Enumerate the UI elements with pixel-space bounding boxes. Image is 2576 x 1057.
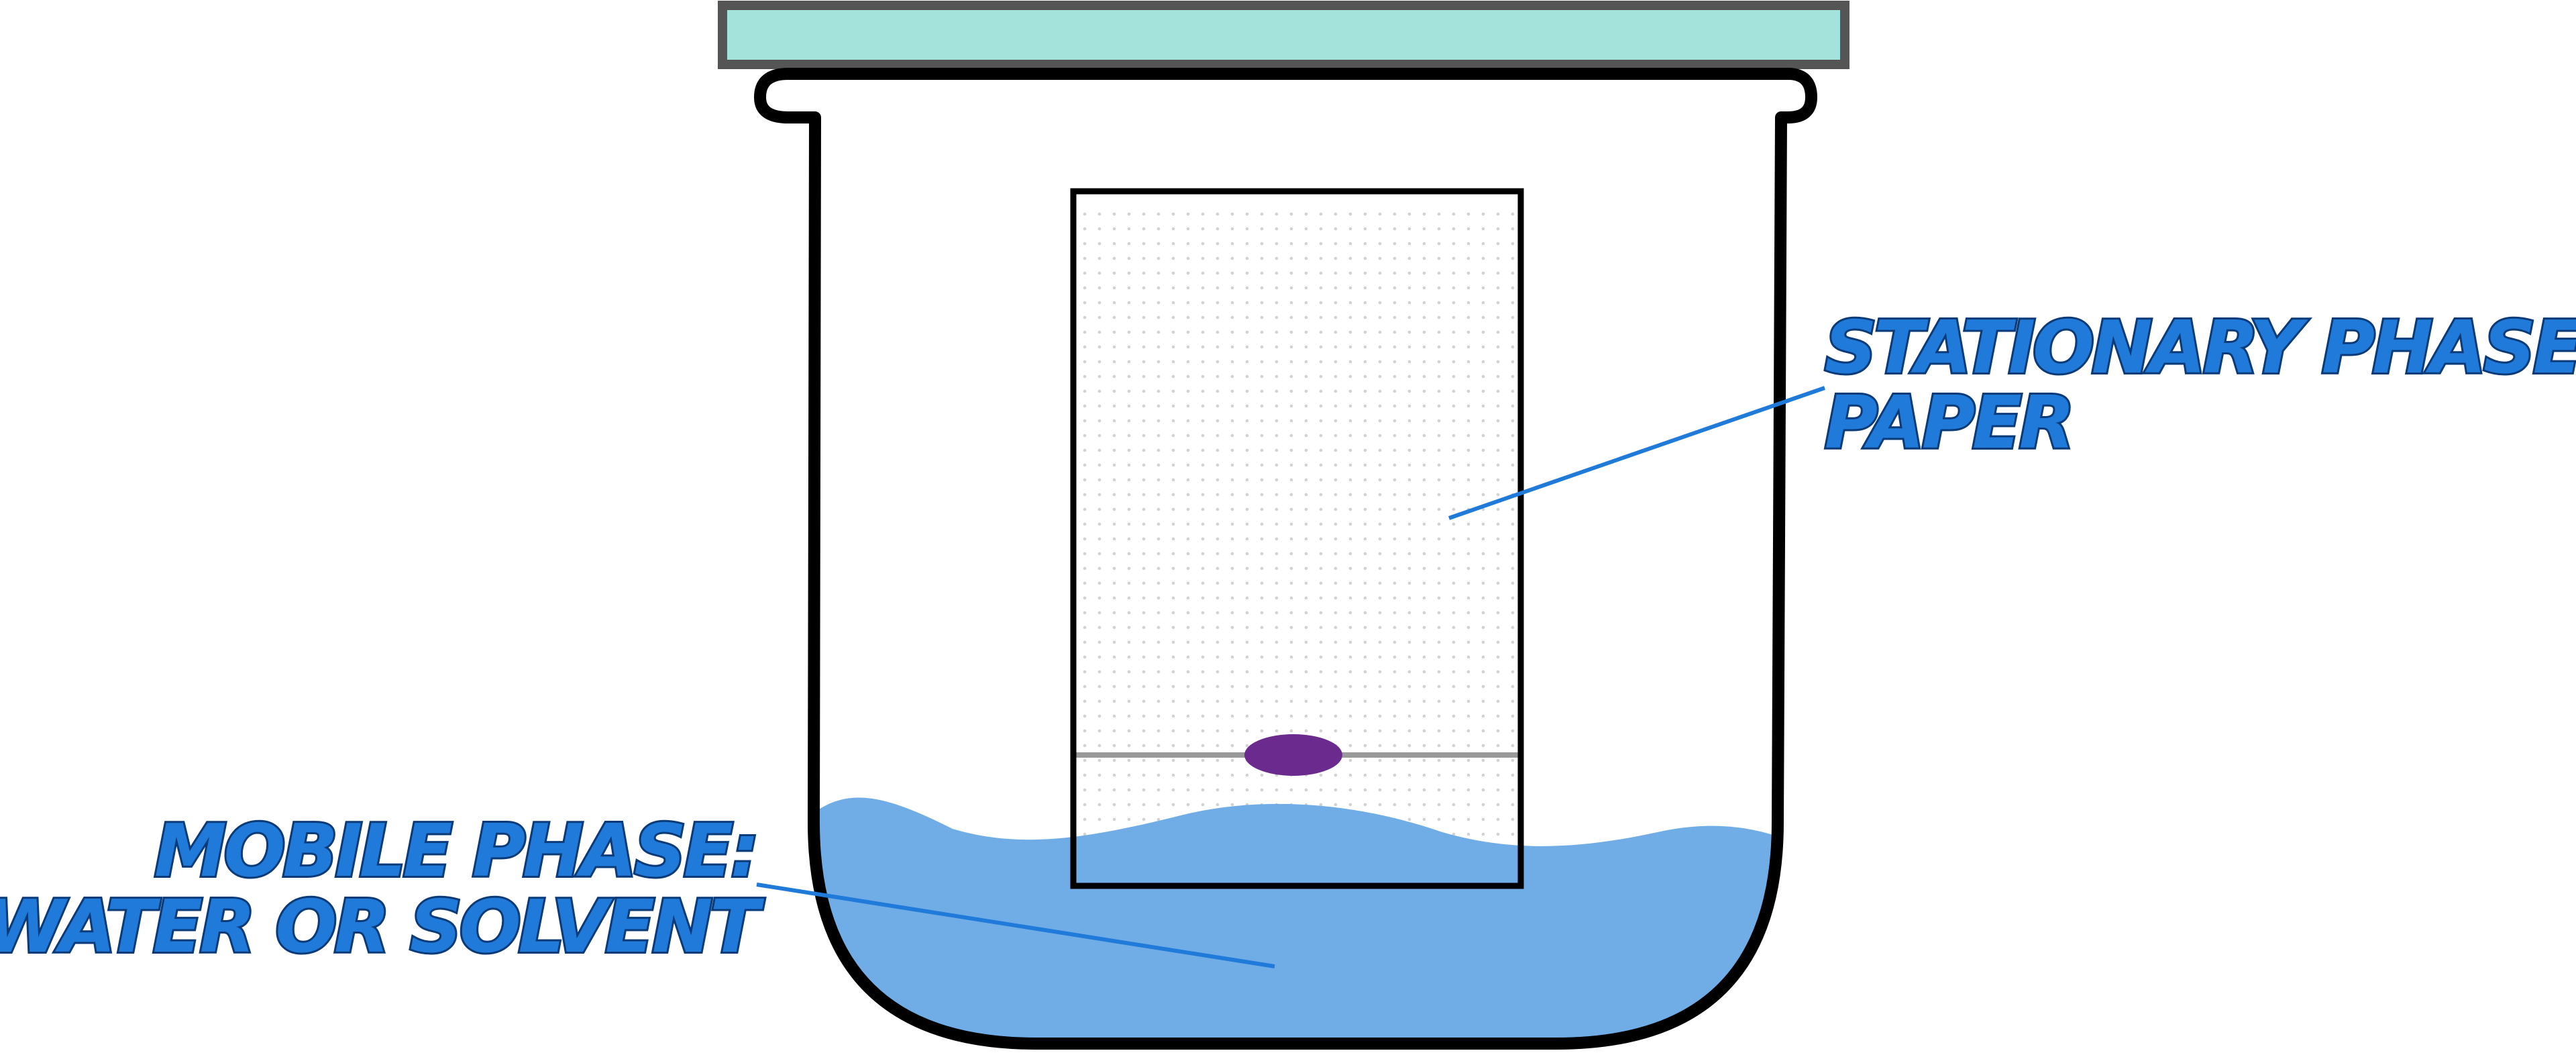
- sample-spot: [1244, 734, 1342, 776]
- mobile-phase-liquid: [814, 797, 1781, 1044]
- stationary-pointer-line: [1448, 386, 1825, 520]
- stationary-label-line2: PAPER: [1825, 381, 2072, 465]
- mobile-label-line2: WATER OR SOLVENT: [0, 885, 764, 969]
- stationary-phase-label: STATIONARY PHASE: PAPER: [1823, 304, 2576, 467]
- paper-strip: [1073, 191, 1521, 886]
- mobile-pointer-line: [756, 883, 1275, 968]
- mobile-label-line1: MOBILE PHASE:: [154, 809, 757, 893]
- mobile-phase-label: MOBILE PHASE: WATER OR SOLVENT: [0, 807, 769, 971]
- stationary-label-line1: STATIONARY PHASE:: [1825, 306, 2576, 390]
- beaker-lid: [718, 1, 1849, 69]
- beaker-outline: [754, 68, 1817, 1050]
- paper-outline: [1070, 188, 1524, 889]
